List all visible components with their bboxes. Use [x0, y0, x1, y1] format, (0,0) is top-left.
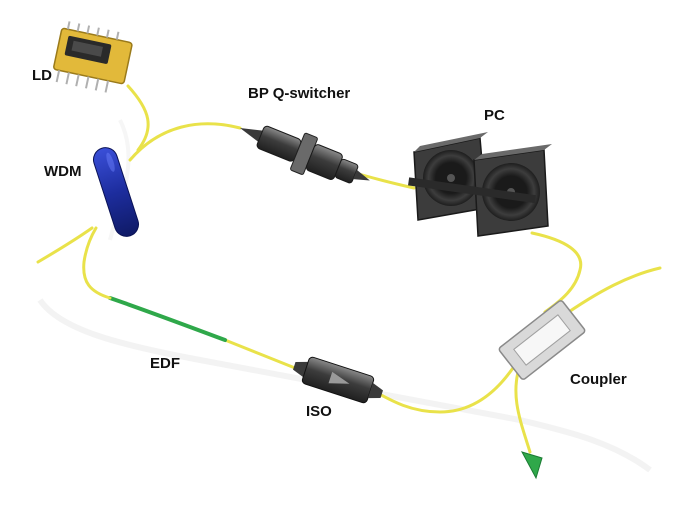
- label-bp-q-switcher: BP Q-switcher: [248, 85, 351, 102]
- floor-shadow: [37, 119, 652, 473]
- iso-isolator: [293, 356, 383, 404]
- coupler-box: [498, 300, 586, 380]
- label-edf: EDF: [150, 355, 180, 372]
- wdm-coupler: [92, 147, 140, 237]
- fiber-pc-to-coupler: [530, 231, 583, 314]
- fiber-ld-to-wdm: [126, 84, 150, 152]
- label-wdm: WDM: [44, 163, 82, 180]
- output-arrow: [520, 451, 543, 480]
- fiber-coupler-to-iso: [370, 363, 517, 414]
- label-iso: ISO: [306, 403, 332, 420]
- label-coupler: Coupler: [570, 371, 627, 388]
- pc-paddle-left: [413, 132, 488, 221]
- fiber-wdm-branch: [36, 226, 94, 264]
- fiber-loop: [36, 84, 662, 454]
- label-ld: LD: [32, 67, 52, 84]
- pc-base: [408, 177, 536, 204]
- edf-fiber: [108, 296, 227, 342]
- label-pc: PC: [484, 107, 505, 124]
- fiber-edf-to-wdm: [82, 226, 112, 300]
- bp-q-switcher: [240, 125, 370, 184]
- fiber-wdm-to-qswitch: [128, 122, 242, 162]
- fiber-coupler-branch: [558, 266, 662, 320]
- ld-chip: [53, 21, 133, 93]
